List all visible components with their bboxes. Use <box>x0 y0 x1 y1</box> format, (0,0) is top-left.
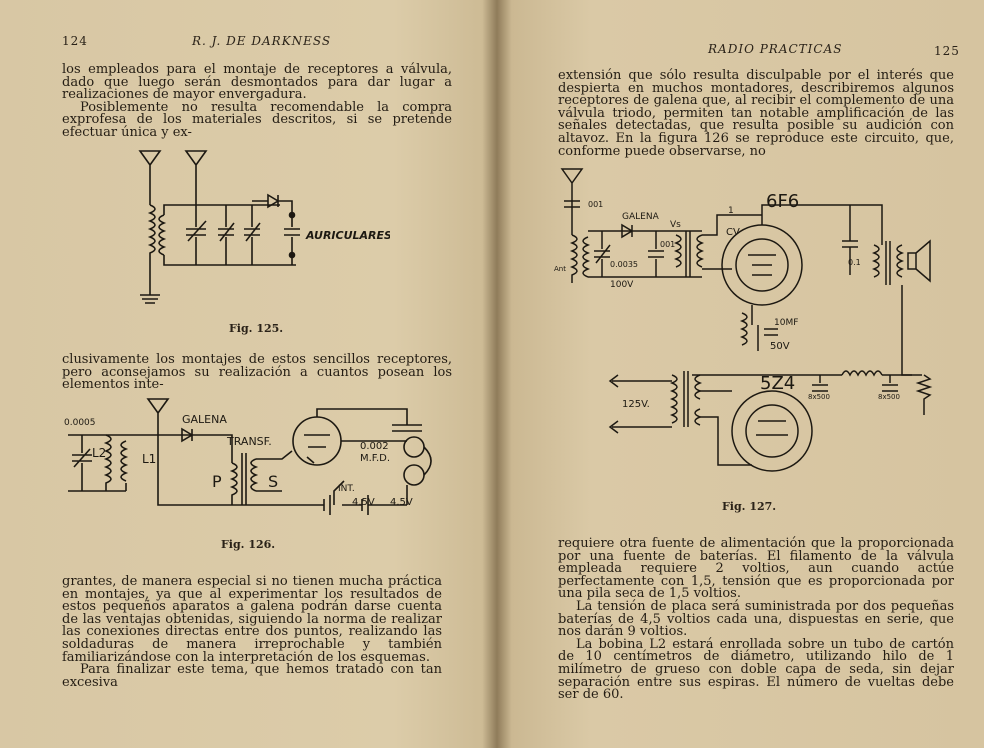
label-vs: Vs <box>670 220 681 230</box>
switch-icon <box>333 480 345 505</box>
left-paragraph-2: Posiblemente no resulta recomendable la … <box>62 99 452 140</box>
label-00035: 0.0035 <box>610 260 638 269</box>
diode-icon-2 <box>181 427 194 443</box>
transformer-icon-3 <box>871 241 905 285</box>
coil-icon-l2 <box>103 434 112 491</box>
label-mfd-unit: M.F.D. <box>360 453 390 464</box>
tube-icon-6f6 <box>721 224 803 306</box>
figure-127-schematic: 001 GALENA Vs 001 0.0035 100V Ant CV 1 6… <box>554 168 933 472</box>
label-001-a: 001 <box>588 200 603 209</box>
label-100v: 100V <box>610 280 634 290</box>
antenna-icon-2 <box>184 150 208 191</box>
running-head-right: RADIO PRACTICAS <box>708 42 843 56</box>
arrow-icon-left-1 <box>608 374 672 388</box>
variable-capacitor-icon-3 <box>594 231 611 277</box>
left-text-mid: clusivamente los montajes de estos senci… <box>62 352 452 393</box>
diode-icon-3 <box>621 223 634 239</box>
antenna-icon-4 <box>560 168 584 235</box>
capacitor-icon-8b <box>882 375 898 392</box>
figure-126-caption: Fig. 126. <box>221 538 276 551</box>
label-01: 0.1 <box>848 258 861 267</box>
label-int: INT. <box>338 484 355 494</box>
left-paragraph-5: Para finalizar este tema, que hemos trat… <box>62 662 442 690</box>
power-transformer-icon <box>669 371 703 427</box>
left-paragraph-1: los empleados para el montaje de recepto… <box>62 62 452 103</box>
choke-icon <box>841 370 883 377</box>
transformer-icon-2 <box>673 231 705 277</box>
label-p: P <box>212 472 222 491</box>
right-paragraph-4: La bobina L2 estará enrollada sobre un t… <box>558 636 954 703</box>
arrow-icon-left-2 <box>608 420 672 434</box>
figure-125-schematic: AURICULARES <box>138 150 390 304</box>
page-number-right: 125 <box>934 44 960 58</box>
left-paragraph-3: clusivamente los montajes de estos senci… <box>62 352 452 393</box>
right-text-bottom: requiere otra fuente de alimentación que… <box>558 536 954 703</box>
figure-126-schematic: GALENA TRANSF. 0.0005 L2 L1 P S 0.002 M.… <box>64 398 432 515</box>
label-8x500-b: 8x500 <box>878 393 900 401</box>
resistor-icon <box>915 374 933 415</box>
label-ant: Ant <box>554 265 566 273</box>
figure-127-caption: Fig. 127. <box>722 500 777 513</box>
label-l1: L1 <box>142 452 156 466</box>
diode-icon <box>252 193 293 225</box>
coil-icon-127b <box>582 236 591 278</box>
left-text-top: los empleados para el montaje de recepto… <box>62 62 452 140</box>
capacitor-icon-01 <box>842 205 858 275</box>
right-paragraph-2: requiere otra fuente de alimentación que… <box>558 536 954 602</box>
label-cv: CV <box>726 227 740 238</box>
tube-icon-5z4 <box>731 390 813 472</box>
antenna-icon-3 <box>146 398 170 435</box>
label-one: 1 <box>728 206 734 216</box>
headphone-icon <box>403 436 432 486</box>
label-45v-2: 4.5V <box>390 497 413 508</box>
variable-capacitor-icon <box>186 205 207 265</box>
capacitor-icon-mfd <box>392 424 422 432</box>
label-transf: TRANSF. <box>226 435 272 448</box>
coil-icon-127a <box>569 234 578 283</box>
label-6f6: 6F6 <box>766 191 799 212</box>
label-50v: 50V <box>770 341 790 352</box>
label-galena-126: GALENA <box>182 413 227 426</box>
antenna-icon-1 <box>138 150 162 205</box>
tube-icon <box>292 416 342 466</box>
label-10mf: 10MF <box>774 318 798 328</box>
coil-icon-primary <box>147 204 156 275</box>
coil-icon-l1 <box>120 440 129 482</box>
label-s: S <box>268 472 278 491</box>
label-cap-left: 0.0005 <box>64 418 96 428</box>
page-number-left: 124 <box>62 34 88 48</box>
label-galena-127: GALENA <box>622 212 660 222</box>
running-head-left: R. J. DE DARKNESS <box>192 34 332 48</box>
coil-icon-127c <box>739 312 748 346</box>
capacitor-icon-8a <box>812 375 828 392</box>
label-auriculares: AURICULARES <box>305 229 390 242</box>
coil-icon-secondary <box>158 214 167 256</box>
left-paragraph-4: grantes, de manera especial si no tienen… <box>62 574 442 665</box>
label-001-b: 001 <box>660 240 675 249</box>
battery-icon <box>302 495 407 515</box>
label-mfd-value: 0.002 <box>360 441 389 452</box>
label-l2: L2 <box>92 446 106 460</box>
electrolytic-icon <box>764 328 778 336</box>
label-5z4: 5Z4 <box>760 373 795 394</box>
right-paragraph-1: extensión que sólo resulta disculpable p… <box>558 68 954 159</box>
label-8x500-a: 8x500 <box>808 393 830 401</box>
right-page: RADIO PRACTICAS 125 extensión que sólo r… <box>500 0 984 748</box>
label-45v-1: 4.5V <box>352 497 375 508</box>
right-text-top: extensión que sólo resulta disculpable p… <box>558 68 954 159</box>
label-125v: 125V. <box>622 399 650 410</box>
speaker-icon <box>907 239 931 283</box>
left-text-bottom: grantes, de manera especial si no tienen… <box>62 574 442 690</box>
variable-capacitor-icon-2 <box>72 435 92 491</box>
left-page: 124 R. J. DE DARKNESS los empleados para… <box>62 34 452 690</box>
figure-125-caption: Fig. 125. <box>229 322 284 335</box>
right-paragraph-3: La tensión de placa será suministrada po… <box>558 598 954 640</box>
transformer-icon <box>229 453 259 505</box>
ground-icon <box>140 275 160 304</box>
